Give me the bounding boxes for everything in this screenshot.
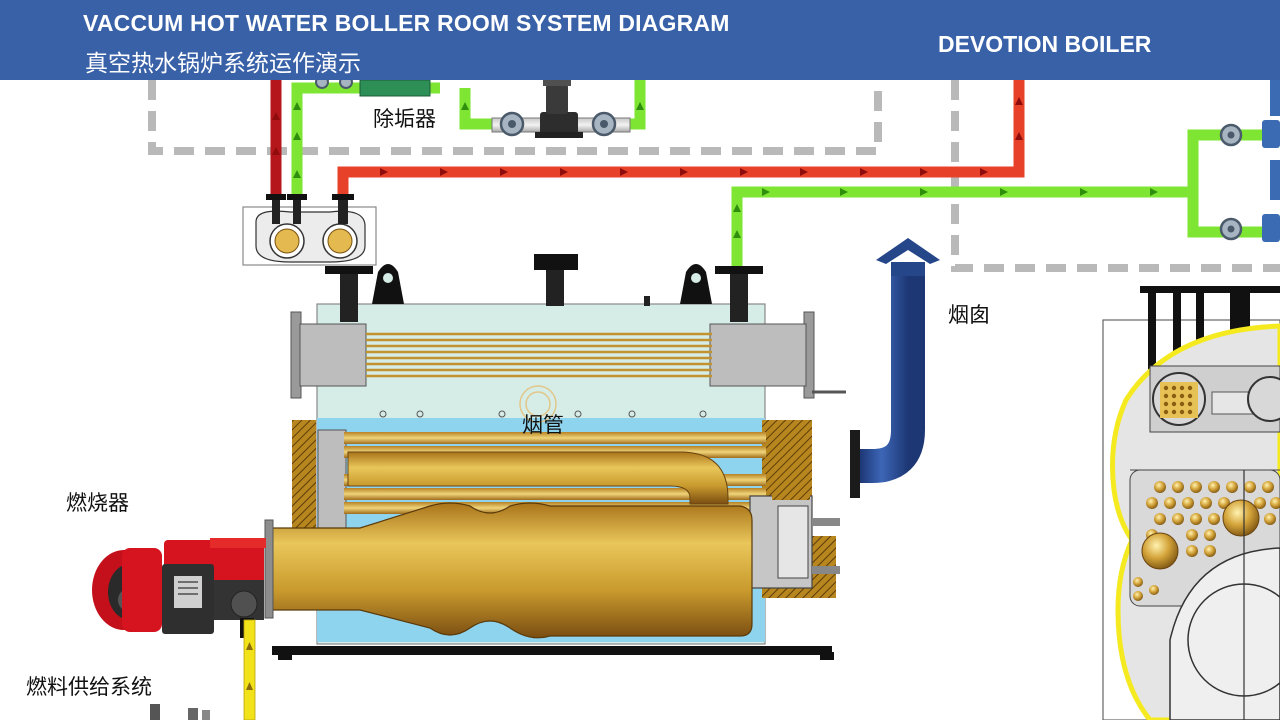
burner-label: 燃烧器 [66,491,129,515]
descaler-label: 除垢器 [373,107,436,131]
fuel-supply-label: 燃料供给系统 [26,675,152,699]
fuel-supply-pipe [150,619,256,720]
boiler-end-view [1102,286,1280,720]
diagram-title-cn: 真空热水锅炉系统运作演示 [85,51,361,77]
hot-water-supply-pipe [270,80,1025,196]
system-boundary-lines [148,80,1280,272]
right-pump-valves [1219,80,1280,242]
main-boiler [264,254,846,660]
chimney [850,238,940,498]
heat-exchanger-unit [242,194,377,266]
descaler-pump-group [315,75,631,138]
flue-tube-label: 烟管 [522,413,564,437]
diagram-title-en: VACCUM HOT WATER BOLLER ROOM SYSTEM DIAG… [83,10,730,36]
brand-name: DEVOTION BOILER [938,31,1152,57]
chimney-label: 烟囱 [948,303,990,327]
burner [92,538,266,638]
header-bar: VACCUM HOT WATER BOLLER ROOM SYSTEM DIAG… [0,0,1280,80]
